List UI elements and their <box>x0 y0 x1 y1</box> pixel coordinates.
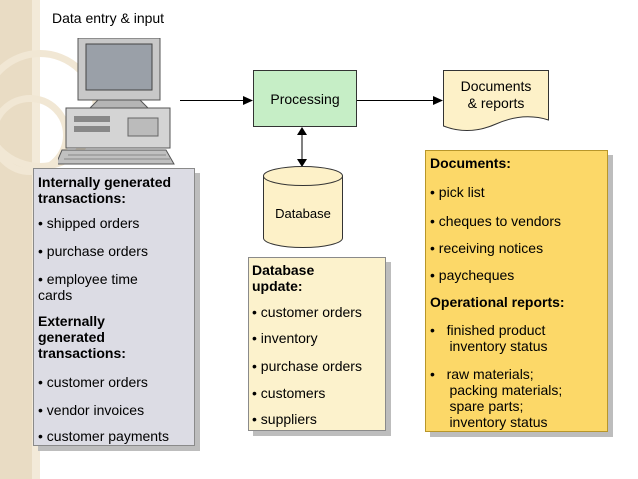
input-transactions-panel <box>33 168 195 446</box>
list-item: • cheques to vendors <box>430 213 561 229</box>
list-item: cards <box>38 287 73 303</box>
reports-heading: Operational reports: <box>430 294 565 310</box>
internal-heading: transactions: <box>38 190 126 206</box>
update-heading: Database <box>252 262 315 278</box>
list-item: • employee time <box>38 271 138 287</box>
internal-heading: Internally generated <box>38 174 172 190</box>
list-item: spare parts; <box>430 398 524 414</box>
list-item: • suppliers <box>252 411 317 427</box>
double-arrow-icon <box>297 127 307 167</box>
processing-label: Processing <box>270 90 340 107</box>
list-item: • receiving notices <box>430 240 544 256</box>
list-item: • inventory <box>252 330 318 346</box>
list-item: • customer orders <box>252 304 362 320</box>
update-heading: update: <box>252 278 303 294</box>
database-cylinder <box>263 166 343 248</box>
external-heading: transactions: <box>38 345 126 361</box>
computer-icon <box>58 38 175 165</box>
list-item: • purchase orders <box>252 358 362 374</box>
list-item: • customer orders <box>38 374 148 390</box>
list-item: • customer payments <box>38 428 169 444</box>
list-item: packing materials; <box>430 382 563 398</box>
list-item: • paycheques <box>430 267 515 283</box>
documents-shape <box>443 70 549 131</box>
list-item: inventory status <box>430 338 548 354</box>
list-item: • pick list <box>430 184 485 200</box>
list-item: • purchase orders <box>38 243 148 259</box>
database-label: Database <box>275 206 331 221</box>
list-item: • vendor invoices <box>38 402 145 418</box>
diagram-title: Data entry & input <box>52 10 165 26</box>
database-update-panel <box>248 257 386 431</box>
documents-reports-panel <box>425 150 608 432</box>
arrowhead-icon <box>243 96 253 105</box>
arrow-input-to-processing <box>180 100 246 101</box>
documents-label: Documents & reports <box>460 78 532 111</box>
list-item: • raw materials; <box>430 366 534 382</box>
list-item: • shipped orders <box>38 215 140 231</box>
external-heading: generated <box>38 329 105 345</box>
documents-heading: Documents: <box>430 155 511 171</box>
external-heading: Externally <box>38 313 105 329</box>
list-item: • customers <box>252 385 326 401</box>
arrowhead-icon <box>433 96 443 105</box>
list-item: • finished product <box>430 322 546 338</box>
list-item: inventory status <box>430 414 548 430</box>
arrow-processing-to-documents <box>357 100 435 101</box>
processing-box: Processing <box>253 70 357 127</box>
